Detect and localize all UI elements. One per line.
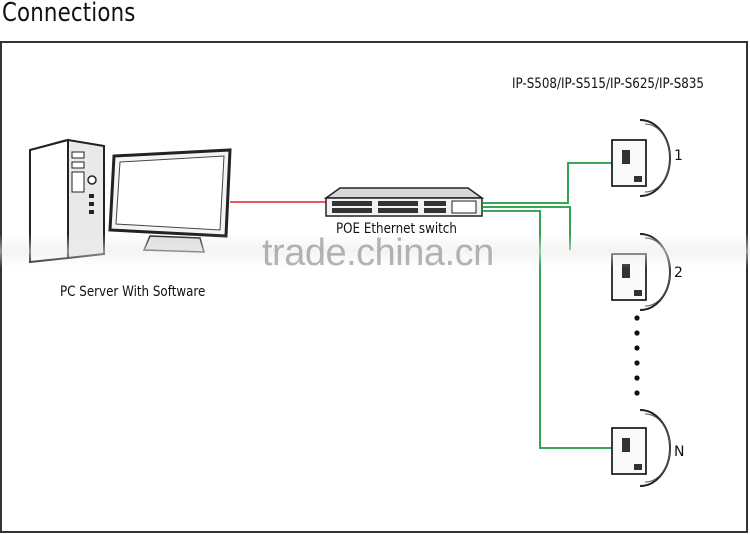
speaker-models-label: IP-S508/IP-S515/IP-S625/IP-S835 [512,76,704,92]
speaker-index-2: 2 [674,265,683,281]
switch-label: POE Ethernet switch [336,221,457,237]
poe-switch-icon [323,187,485,217]
speaker-icon-n [611,409,671,487]
speaker-index-1: 1 [674,148,683,164]
diagram-frame [0,41,748,533]
poe-links [482,162,612,449]
ellipsis-dots [634,315,640,396]
page-title: Connections [2,0,136,28]
watermark: trade.china.cn [262,232,494,274]
watermark-band [0,234,750,268]
speaker-icon-1 [611,119,671,197]
pc-tower-icon [29,138,105,264]
speaker-index-n: N [674,444,685,460]
monitor-icon [108,148,232,253]
pc-label: PC Server With Software [60,284,206,300]
